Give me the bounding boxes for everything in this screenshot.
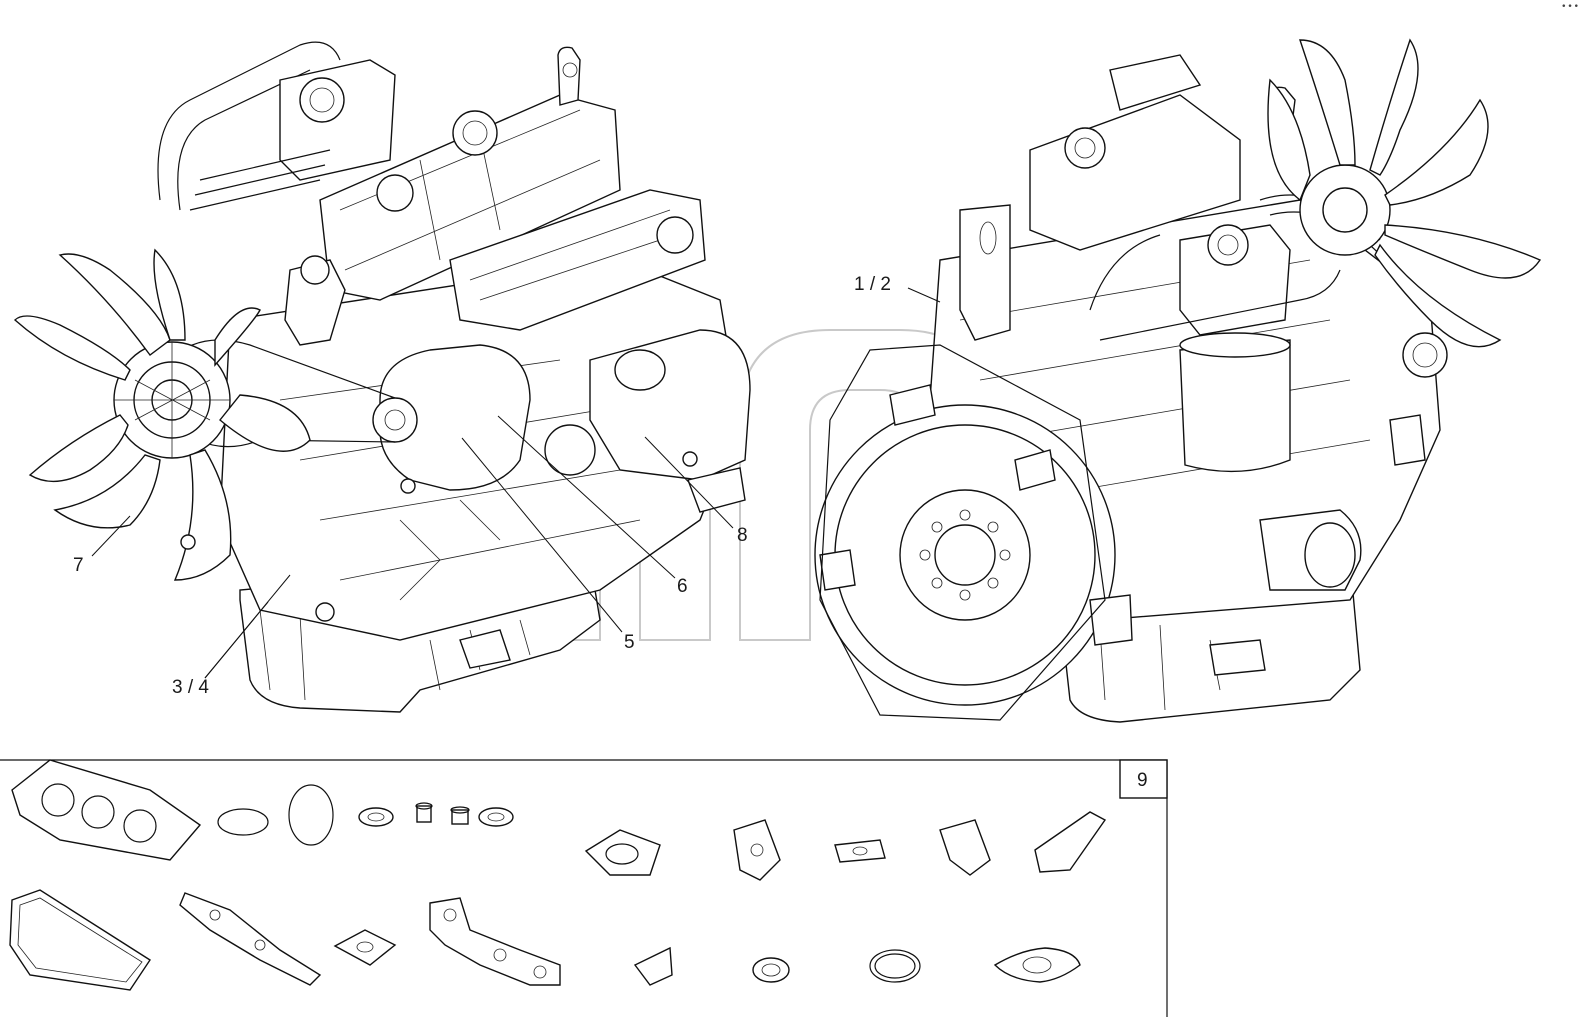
plate-gasket-icon: [939, 819, 991, 876]
callout-3-4: 3 / 4: [172, 574, 291, 698]
small-flange-gasket-icon: [834, 839, 886, 863]
kit-number-box: [1119, 759, 1168, 799]
angled-gasket-icon: [1034, 811, 1107, 873]
callout-label-3-4: 3 / 4: [172, 677, 209, 698]
callout-5: 5: [461, 437, 635, 653]
callout-8: 8: [644, 436, 748, 546]
oval-flange-gasket-icon: [993, 947, 1081, 983]
crush-washer-icon: [752, 957, 790, 983]
valve-cover-gasket-icon: [9, 889, 151, 991]
callout-7: 7: [73, 515, 131, 576]
callout-1-2: 1 / 2: [854, 274, 941, 303]
manifold-gasket-icon: [179, 892, 322, 986]
kit-number: 9: [1137, 770, 1148, 791]
o-ring-small-icon: [217, 808, 269, 836]
exhaust-gasket-icon: [429, 897, 561, 986]
o-ring-large-icon: [288, 784, 334, 846]
large-o-ring-icon: [869, 949, 921, 983]
callout-label-7: 7: [73, 555, 84, 576]
engine-left-view: [13, 41, 751, 713]
callout-label-5: 5: [624, 632, 635, 653]
valve-seal-1-icon: [415, 802, 433, 823]
head-gasket-icon: [11, 759, 202, 861]
flange-gasket-icon: [584, 829, 661, 876]
engine-right-view: [814, 38, 1542, 723]
bracket-gasket-icon: [733, 819, 781, 881]
seal-ring-icon: [358, 807, 394, 827]
share-dots-icon: •••: [1561, 2, 1580, 12]
valve-seal-2-icon: [450, 806, 470, 825]
callout-label-8: 8: [737, 525, 748, 546]
brand-mark: •••: [1561, 2, 1580, 12]
triangle-gasket-icon: [633, 946, 673, 986]
washer-seal-icon: [478, 807, 514, 827]
square-gasket-icon: [333, 929, 397, 966]
callout-6: 6: [497, 415, 688, 597]
callout-label-6: 6: [677, 576, 688, 597]
gasket-kit-panel: 9: [0, 759, 1168, 1017]
callout-label-1-2: 1 / 2: [854, 274, 891, 295]
